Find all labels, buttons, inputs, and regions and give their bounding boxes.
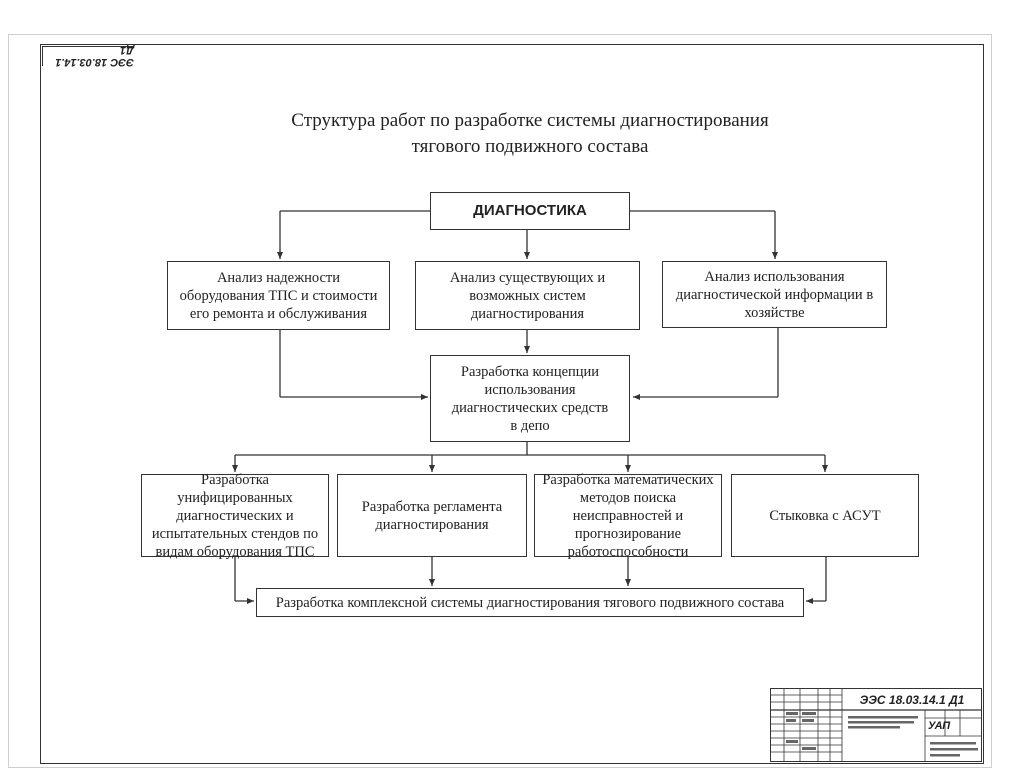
node-asut-integration: Стыковка с АСУТ [731, 474, 919, 557]
node-reliability-analysis: Анализ надежности оборудования ТПС и сто… [167, 261, 390, 330]
node-test-stands-development: Разработка унифицированных диагностическ… [141, 472, 329, 560]
diagram-title-line-2: тягового подвижного состава [411, 136, 649, 157]
node-concept-development: Разработка концепции использования диагн… [430, 355, 630, 442]
title-block-sheet-mark: УАП [928, 720, 951, 732]
node-complex-system-development: Разработка комплексной системы диагности… [256, 588, 804, 617]
node-systems-analysis: Анализ существующих и возможных систем д… [415, 261, 640, 330]
node-math-methods-development: Разработка математических методов поиска… [534, 472, 722, 560]
title-block [770, 688, 982, 762]
node-information-analysis: Анализ использования диагностической инф… [662, 261, 887, 328]
title-block-code: ЭЭС 18.03.14.1 Д1 [859, 693, 965, 707]
diagram-title-line-1: Структура работ по разработке системы ди… [291, 110, 769, 131]
drawing-frame [40, 44, 984, 764]
node-diagnostics: ДИАГНОСТИКА [430, 192, 630, 230]
node-regulation-development: Разработка регламента диагностирования [337, 474, 527, 557]
